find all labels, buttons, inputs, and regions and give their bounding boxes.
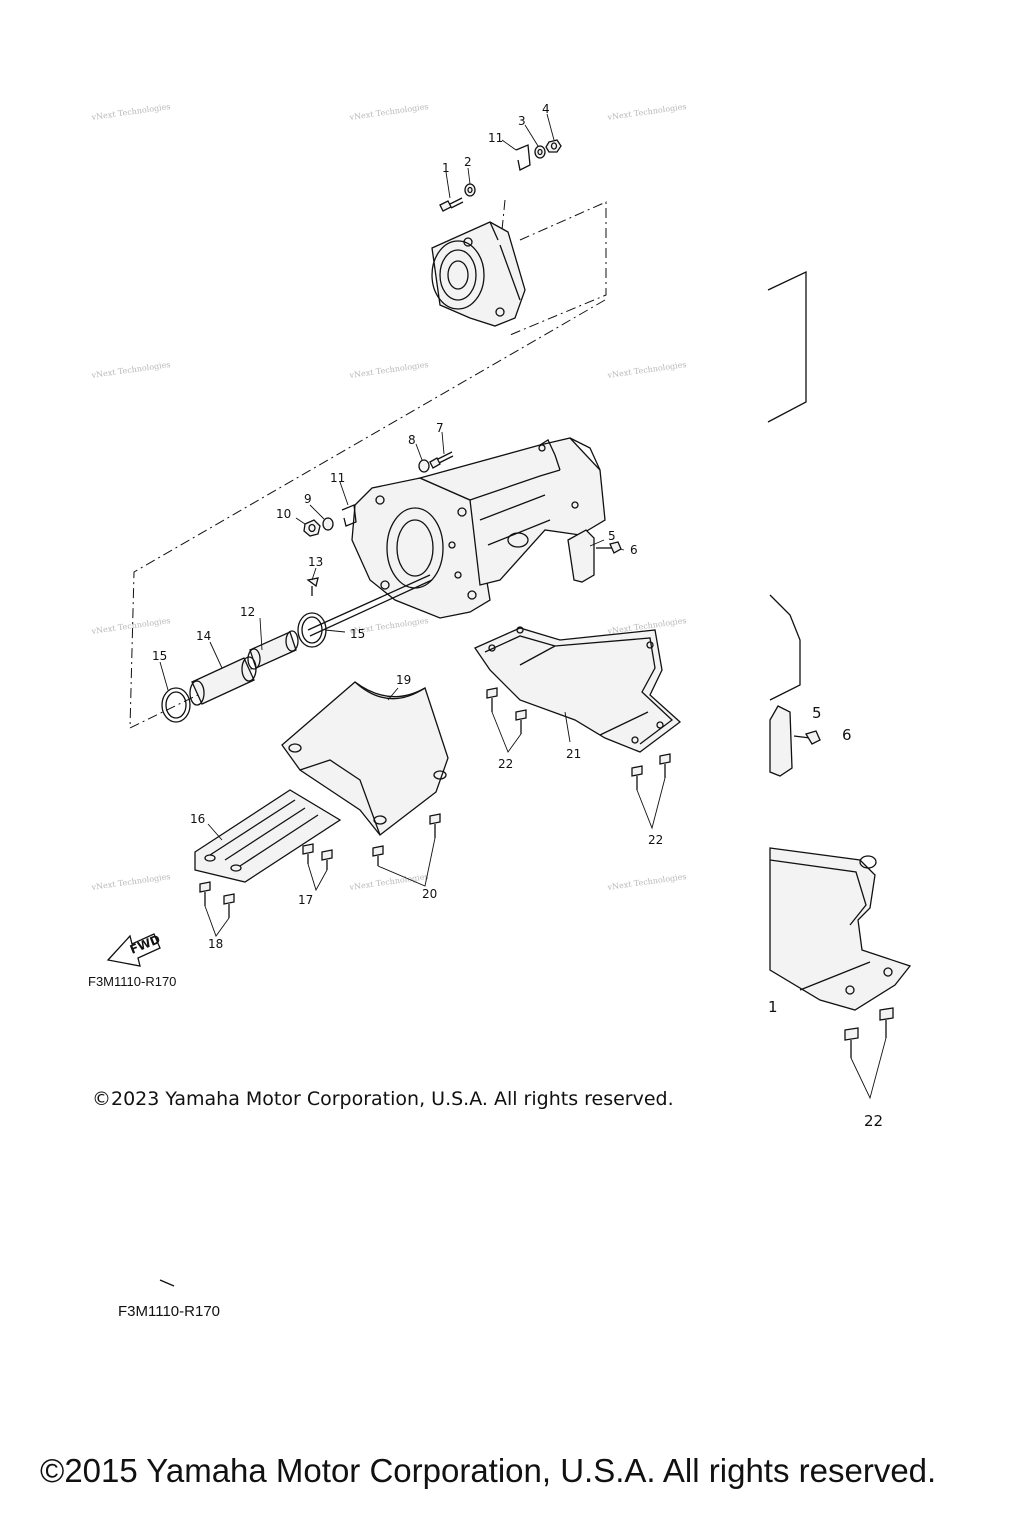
diagram-code: F3M1110-R170	[88, 974, 176, 989]
callout-19: 19	[396, 673, 411, 687]
callout-15-left: 15	[152, 649, 167, 663]
ghost-callout-22: 22	[864, 1112, 883, 1130]
screws-22	[486, 687, 671, 790]
callout-13: 13	[308, 555, 323, 569]
callout-22-right: 22	[648, 833, 663, 847]
pump-housing	[431, 221, 526, 327]
callout-14: 14	[196, 629, 211, 643]
watermark: vNext Technologies	[348, 360, 429, 380]
callout-2: 2	[464, 155, 472, 169]
fwd-arrow: FWD	[106, 932, 162, 967]
callout-10: 10	[276, 507, 291, 521]
callout-20: 20	[422, 887, 437, 901]
fwd-label: FWD	[128, 932, 162, 957]
bracket-5	[567, 529, 622, 583]
callout-7: 7	[436, 421, 444, 435]
boot-assembly	[161, 612, 327, 723]
watermark: vNext Technologies	[606, 102, 687, 122]
watermark: vNext Technologies	[348, 102, 429, 122]
drive-shaft	[307, 574, 433, 637]
callout-16: 16	[190, 812, 205, 826]
ghost-layer: 5 6 1 22 F3M1110-R170	[118, 270, 912, 1320]
watermark: vNext Technologies	[90, 872, 171, 892]
callout-3: 3	[518, 114, 526, 128]
leader-lines	[159, 113, 666, 937]
callout-11-middle: 11	[330, 471, 345, 485]
ghost-callout-5: 5	[812, 704, 822, 722]
ghost-callout-6: 6	[842, 726, 852, 744]
callout-12: 12	[240, 605, 255, 619]
middle-fasteners	[303, 451, 454, 596]
callout-17: 17	[298, 893, 313, 907]
watermark: vNext Technologies	[90, 360, 171, 380]
callout-6: 6	[630, 543, 638, 557]
callout-11-top: 11	[488, 131, 503, 145]
callout-labels: 1 2 3 4 5 6 7 8 9 10 11 11 12 13 14 15 1…	[152, 102, 663, 951]
intake-duct	[281, 681, 449, 836]
watermark: vNext Technologies	[90, 616, 171, 636]
intake-grate	[194, 789, 342, 883]
top-fasteners	[439, 139, 562, 212]
callout-8: 8	[408, 433, 416, 447]
watermark: vNext Technologies	[606, 872, 687, 892]
ride-plate	[474, 626, 682, 753]
copyright-2015: ©2015 Yamaha Motor Corporation, U.S.A. A…	[40, 1452, 937, 1489]
callout-9: 9	[304, 492, 312, 506]
callout-18: 18	[208, 937, 223, 951]
ghost-callout-1: 1	[768, 998, 778, 1016]
callout-1: 1	[442, 161, 450, 175]
ghost-diagram-code: F3M1110-R170	[118, 1303, 220, 1320]
screws-lower	[199, 813, 441, 918]
watermark: vNext Technologies	[90, 102, 171, 122]
callout-4: 4	[542, 102, 550, 116]
callout-5: 5	[608, 529, 616, 543]
callout-22-left: 22	[498, 757, 513, 771]
copyright-2023: ©2023 Yamaha Motor Corporation, U.S.A. A…	[92, 1088, 674, 1110]
watermark: vNext Technologies	[606, 360, 687, 380]
callout-15-right: 15	[350, 627, 365, 641]
callout-21: 21	[566, 747, 581, 761]
